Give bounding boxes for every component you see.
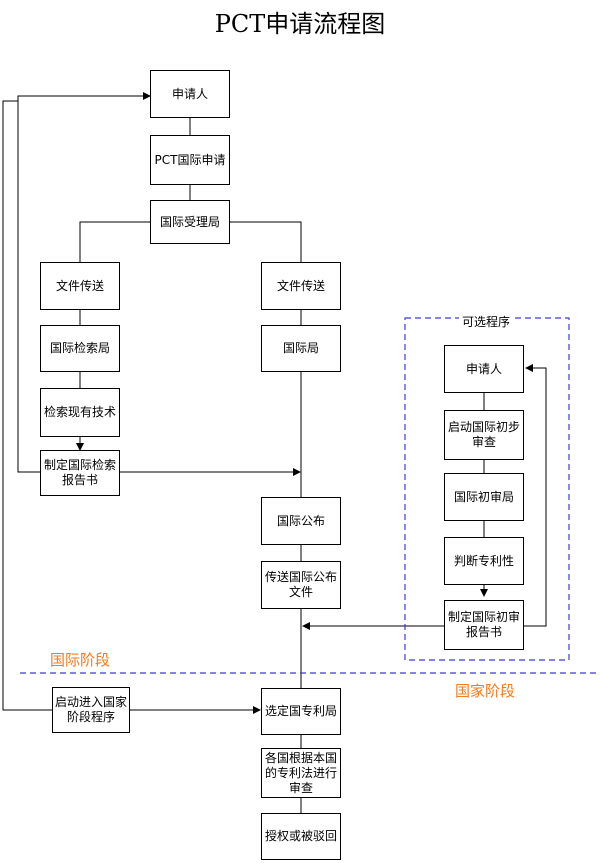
node-national-examination: 各国根据本国的专利法进行审查 — [261, 748, 341, 798]
node-prelim-report: 制定国际初审报告书 — [444, 600, 524, 650]
node-transmit-publication: 传送国际公布文件 — [261, 561, 341, 609]
node-prelim-exam-authority: 国际初审局 — [444, 473, 524, 521]
node-judge-patentability: 判断专利性 — [444, 537, 524, 585]
node-search-report: 制定国际检索报告书 — [40, 450, 120, 496]
optional-procedure-label: 可选程序 — [459, 313, 514, 330]
connector — [79, 221, 150, 262]
node-grant-or-reject: 授权或被驳回 — [261, 813, 341, 860]
node-designated-office: 选定国专利局 — [261, 688, 341, 735]
node-doc-transfer-right: 文件传送 — [261, 262, 341, 310]
node-applicant: 申请人 — [150, 70, 230, 118]
phase-label-national: 国家阶段 — [455, 682, 516, 700]
node-doc-transfer-left: 文件传送 — [40, 262, 120, 310]
connector-arrow — [524, 364, 547, 627]
node-enter-national-phase: 启动进入国家阶段程序 — [52, 687, 130, 733]
node-search-authority: 国际检索局 — [40, 325, 120, 372]
connector — [230, 221, 302, 262]
node-international-publication: 国际公布 — [261, 497, 341, 545]
node-international-bureau: 国际局 — [261, 325, 341, 372]
node-optional-applicant: 申请人 — [444, 345, 524, 393]
connector-arrow — [17, 92, 151, 473]
node-pct-application: PCT国际申请 — [150, 135, 230, 185]
phase-label-international: 国际阶段 — [50, 651, 111, 669]
connector — [2, 100, 52, 711]
node-receiving-office: 国际受理局 — [150, 200, 230, 244]
diagram-title: PCT申请流程图 — [214, 10, 386, 38]
node-start-prelim-exam: 启动国际初步审查 — [444, 410, 524, 460]
node-search-prior-art: 检索现有技术 — [40, 388, 120, 437]
